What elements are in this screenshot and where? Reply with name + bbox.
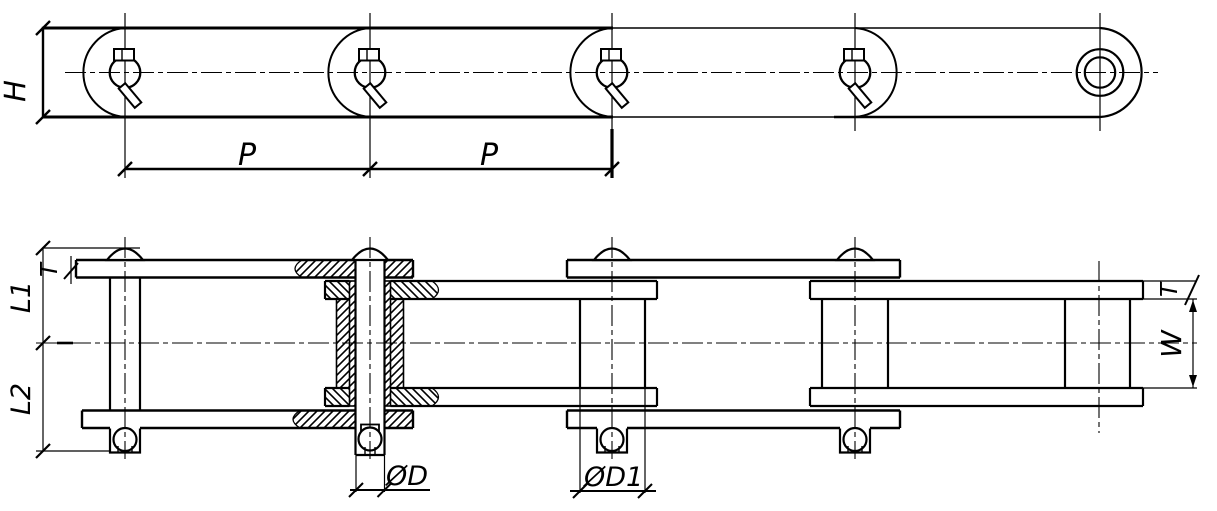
- pitch-label-1: P: [238, 138, 257, 173]
- plan-view-centerlines: [36, 237, 1197, 459]
- l2-label: L2: [6, 383, 37, 415]
- side-view-outline: [41, 26, 1143, 119]
- section-hatching: [292, 259, 440, 429]
- pitch-dimension: P P: [117, 138, 620, 177]
- inner-link-1-plates: [323, 279, 659, 408]
- cotter-pin-icon: [113, 48, 143, 109]
- plan-pin-2-sectioned: [350, 247, 390, 457]
- side-view: P P H: [0, 13, 1158, 178]
- pin-joint-4: [838, 48, 873, 109]
- outer-link-1-plates: [74, 258, 415, 430]
- inner-link-2-plates: [808, 279, 1145, 408]
- end-roller-bushing: [1075, 48, 1125, 97]
- plate-thickness-label-right: T: [1157, 281, 1183, 297]
- plate-thickness-dimension-left: T: [37, 256, 79, 284]
- plan-view: L1 L2 T T W ØD: [6, 237, 1200, 499]
- plate-thickness-dimension-right: T: [1143, 274, 1200, 306]
- l-dimensions: L1 L2: [6, 240, 140, 459]
- pitch-label-2: P: [480, 138, 499, 173]
- l1-label: L1: [6, 281, 37, 313]
- pin-diameter-dimension: ØD: [348, 455, 430, 498]
- inner-width-label: W: [1155, 329, 1188, 358]
- height-label: H: [0, 80, 32, 102]
- plate-thickness-label-left: T: [37, 261, 63, 277]
- roller-diameter-label: ØD1: [583, 462, 643, 493]
- cotter-pin-icon: [843, 48, 873, 109]
- roller-diameter-dimension: ØD1: [570, 388, 656, 499]
- outer-link-2-plates: [565, 258, 902, 430]
- pin-joint-3: [595, 48, 630, 109]
- pin-diameter-label: ØD: [385, 461, 428, 492]
- cotter-pin-icon: [358, 48, 388, 109]
- height-dimension: H: [0, 20, 51, 125]
- pin-joint-1: [108, 48, 143, 109]
- cotter-pin-icon: [600, 48, 630, 109]
- inner-width-dimension: W: [1143, 299, 1197, 389]
- pin-joint-2: [353, 48, 388, 109]
- plan-pin-1: [105, 247, 145, 454]
